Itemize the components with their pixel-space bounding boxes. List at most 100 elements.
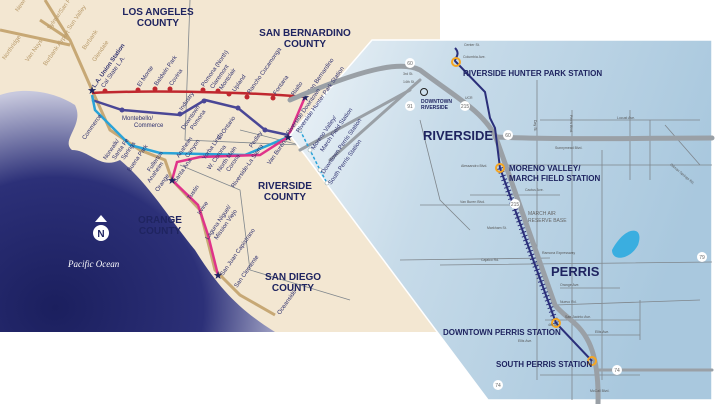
map-label: Ramona Expressway — [542, 251, 575, 255]
extension-stations — [297, 127, 330, 186]
north-label: N — [97, 229, 104, 240]
map-shape — [405, 58, 415, 68]
map-shape: 60 — [503, 130, 513, 140]
county-borders — [179, 0, 351, 301]
map-label: Sunnymead Blvd. — [555, 146, 582, 150]
north-arrow: N — [93, 215, 109, 241]
map-shape — [200, 87, 206, 93]
map-label: Columbia Ave. — [463, 55, 486, 59]
map-label: UCR — [465, 96, 473, 100]
red-line — [91, 90, 306, 99]
map-shape: 91 — [405, 101, 415, 111]
map-shape — [697, 252, 707, 262]
map-label: 74 — [495, 383, 501, 389]
map-label: Cajalco Rd. — [481, 258, 499, 262]
map-shape — [587, 356, 597, 366]
map-shape: 79 — [697, 252, 707, 262]
county-label: ORANGE — [138, 215, 182, 226]
map-label: 79 — [699, 255, 705, 261]
map-shape — [460, 101, 470, 111]
interstate-215 — [287, 63, 601, 404]
map-label: ★ — [87, 85, 97, 97]
highway-91 — [298, 78, 422, 162]
map-shape — [297, 127, 303, 133]
map-shape — [177, 111, 183, 117]
map-shape — [244, 94, 250, 100]
station-label: SOUTH PERRIS STATION — [496, 360, 592, 369]
map-shape — [493, 380, 503, 390]
base-label: RESERVE BASE — [528, 218, 567, 224]
map-label: Orange Ave. — [560, 283, 579, 287]
map-shape — [510, 199, 520, 209]
downtown-riverside-marker — [420, 88, 428, 96]
map-label: 60 — [407, 61, 413, 67]
ocean-label: Pacific Ocean — [67, 259, 120, 269]
map-shape — [503, 130, 513, 140]
map-shape — [495, 163, 505, 173]
tan-line — [0, 0, 276, 317]
station-rings — [451, 57, 597, 366]
station-label: DOWNTOWN PERRIS STATION — [443, 328, 561, 337]
map-shape — [226, 91, 232, 97]
map-label: San Jacinto Ave. — [565, 315, 591, 319]
purple-stations — [119, 98, 268, 133]
map-label: Day St. — [533, 120, 537, 132]
downtown-label: DOWNTOWN — [421, 99, 452, 105]
perris-valley-line — [454, 47, 593, 362]
map-label: Alessandro Blvd. — [461, 164, 487, 168]
map-shape — [135, 87, 141, 93]
county-label: SAN DIEGO — [265, 272, 321, 283]
map-label: McCall Blvd. — [590, 389, 609, 393]
map-shape — [551, 318, 561, 328]
map-shape — [324, 180, 330, 186]
map-label: 3rd St. — [403, 72, 413, 76]
map-label: Cactus Ave. — [525, 188, 544, 192]
city-label: PERRIS — [551, 264, 600, 279]
map-label: 215 — [461, 104, 470, 110]
downtown-label: RIVERSIDE — [421, 105, 449, 111]
map-shape: 74 — [612, 365, 622, 375]
county-label: COUNTY — [139, 226, 182, 237]
map-shape — [93, 225, 109, 241]
map-label: ★ — [167, 175, 177, 187]
county-label: SAN BERNARDINO — [259, 28, 351, 39]
map-label: 4th St. — [548, 323, 558, 327]
map-shape — [612, 365, 622, 375]
map-shape — [262, 127, 268, 133]
map-shape: 215 — [460, 101, 470, 111]
map-label: Perris Blvd. — [569, 115, 573, 133]
map-label: Center St. — [464, 43, 480, 47]
pink-line — [170, 96, 307, 276]
map-label: Montebello/ — [122, 116, 153, 122]
hub-star: ★ — [283, 132, 293, 144]
map-shape — [451, 57, 461, 67]
map-label: Ellis Ave. — [518, 339, 532, 343]
map-label: Commerce — [134, 123, 164, 129]
hub-stars: ★ ★ ★ ★ — [87, 85, 310, 282]
map-label: Van Buren Blvd. — [460, 200, 485, 204]
station-label: MARCH FIELD STATION — [509, 174, 600, 183]
map-shape — [317, 167, 323, 173]
map-label: Markham St. — [487, 226, 507, 230]
map-label: 74 — [614, 368, 620, 374]
map-label: ★ — [213, 270, 223, 282]
county-label: COUNTY — [284, 39, 327, 50]
base-label: MARCH AIR — [528, 211, 556, 217]
map-label: Nuevo Rd. — [560, 300, 577, 304]
map-shape — [405, 101, 415, 111]
station-label: RIVERSIDE HUNTER PARK STATION — [463, 69, 602, 78]
map-shape — [270, 95, 276, 101]
county-label: COUNTY — [272, 283, 315, 294]
ocean — [0, 90, 275, 332]
map-label: ★ — [300, 92, 310, 104]
county-label: LOS ANGELES — [122, 7, 194, 18]
map-shape — [119, 107, 125, 113]
map-shape — [235, 105, 241, 111]
map-shape — [307, 147, 313, 153]
map-shape — [102, 88, 108, 94]
perris-valley-extension — [299, 129, 328, 184]
map-label: Locust Ave. — [617, 116, 635, 120]
map-shape — [179, 164, 351, 301]
map-label: 14th St. — [403, 80, 415, 84]
cyan-line — [90, 94, 289, 157]
